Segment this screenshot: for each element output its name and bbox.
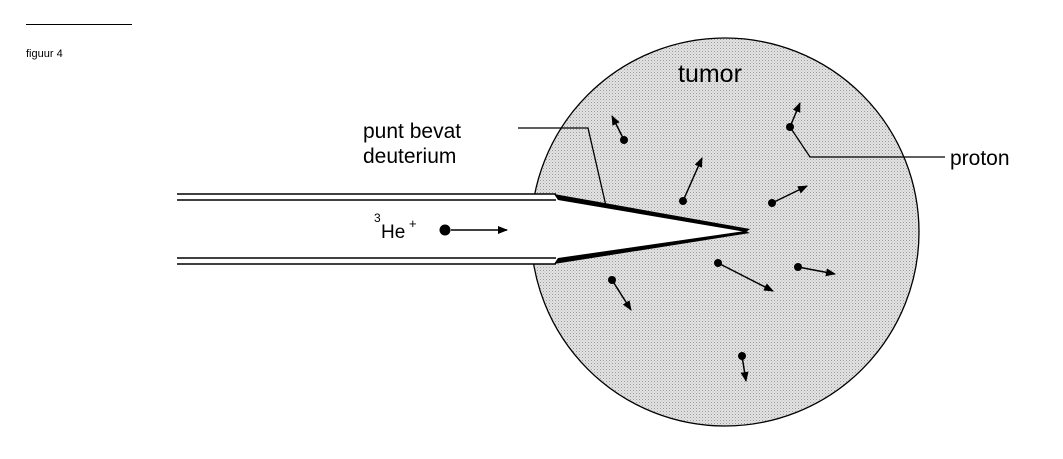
tip-lower-coating: [554, 231, 750, 264]
tumor-label: tumor: [678, 60, 742, 88]
beam-mass-number: 3: [374, 211, 381, 225]
proton-7: [608, 276, 632, 311]
proton-5: [714, 259, 774, 292]
beam-charge: +: [409, 216, 417, 231]
beam-particle-label: He: [381, 222, 405, 243]
proton-8: [738, 352, 749, 382]
proton-label: proton: [950, 147, 1010, 170]
tip-leader-line: [518, 127, 607, 207]
figure-label: figuur 4: [26, 48, 63, 60]
proton-1: [611, 115, 628, 144]
tip-label-line2: deuterium: [363, 145, 456, 168]
protons: [608, 102, 836, 382]
tip-label-line1: punt bevat: [363, 120, 461, 143]
proton-leader-line: [789, 126, 945, 158]
tip-upper-coating: [554, 194, 750, 232]
proton-4: [768, 185, 808, 207]
helium-ion: [439, 224, 451, 236]
header-rule: [26, 24, 132, 25]
proton-6: [794, 263, 836, 277]
tube-body: [177, 194, 748, 264]
proton-2: [786, 102, 801, 131]
proton-3: [679, 157, 703, 205]
